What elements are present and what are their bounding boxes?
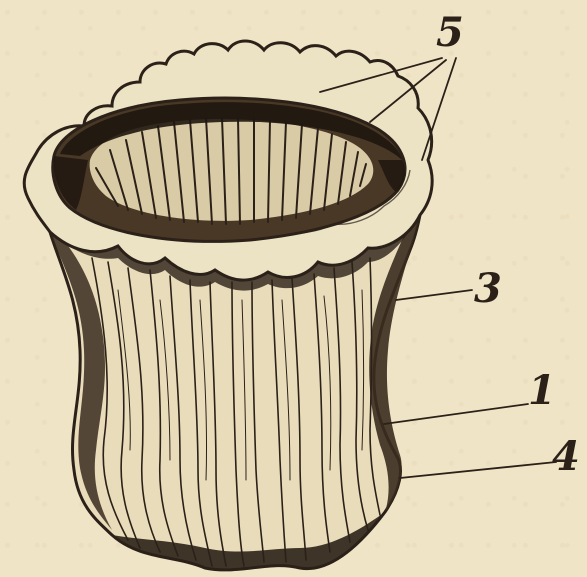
leader-line-3: [396, 290, 472, 300]
label-4: 4: [552, 433, 580, 480]
leader-line-4: [400, 462, 556, 478]
cup-opening: [53, 98, 405, 241]
figure-labels: 5 3 1 4: [436, 9, 580, 480]
leader-line-1: [384, 404, 528, 424]
label-1: 1: [528, 367, 556, 414]
label-5: 5: [436, 9, 464, 56]
leader-line-5c: [422, 58, 456, 160]
label-3: 3: [474, 265, 502, 312]
